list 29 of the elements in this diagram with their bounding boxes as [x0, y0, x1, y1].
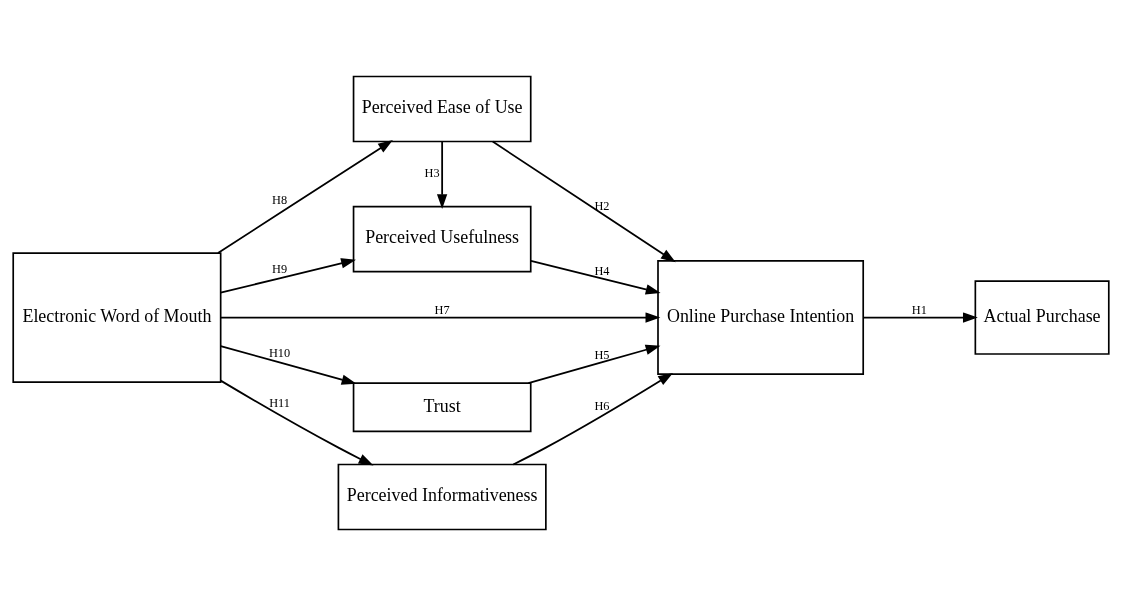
edge-label: H8: [272, 193, 288, 208]
node-box: Perceived Ease of Use: [352, 75, 532, 143]
arrow: [491, 140, 676, 263]
edge-label: H3: [424, 166, 440, 181]
arrow: [512, 372, 674, 466]
arrow: [530, 259, 661, 295]
arrow: [219, 379, 374, 466]
edge-label: H9: [272, 261, 288, 276]
edge-label: H11: [269, 396, 290, 411]
node-box: Perceived Informativeness: [337, 463, 547, 531]
arrow: [527, 344, 661, 385]
edge-label: H4: [594, 263, 610, 278]
edge-label: H1: [911, 302, 927, 317]
node-box: Perceived Usefulness: [352, 205, 532, 273]
arrow: [219, 312, 661, 323]
arrow: [219, 258, 356, 294]
arrow: [862, 312, 978, 323]
node-box: Trust: [352, 382, 532, 433]
node-box: Actual Purchase: [974, 280, 1110, 355]
arrow: [217, 140, 393, 254]
arrow: [219, 345, 357, 385]
edge-label: H2: [594, 198, 610, 213]
arrow: [436, 140, 448, 209]
node-box: Electronic Word of Mouth: [12, 252, 222, 383]
edge-label: H7: [434, 302, 450, 317]
edge-label: H5: [594, 347, 610, 362]
node-box: Online Purchase Intention: [657, 260, 865, 376]
edge-label: H10: [268, 345, 291, 360]
edge-label: H6: [594, 399, 610, 414]
